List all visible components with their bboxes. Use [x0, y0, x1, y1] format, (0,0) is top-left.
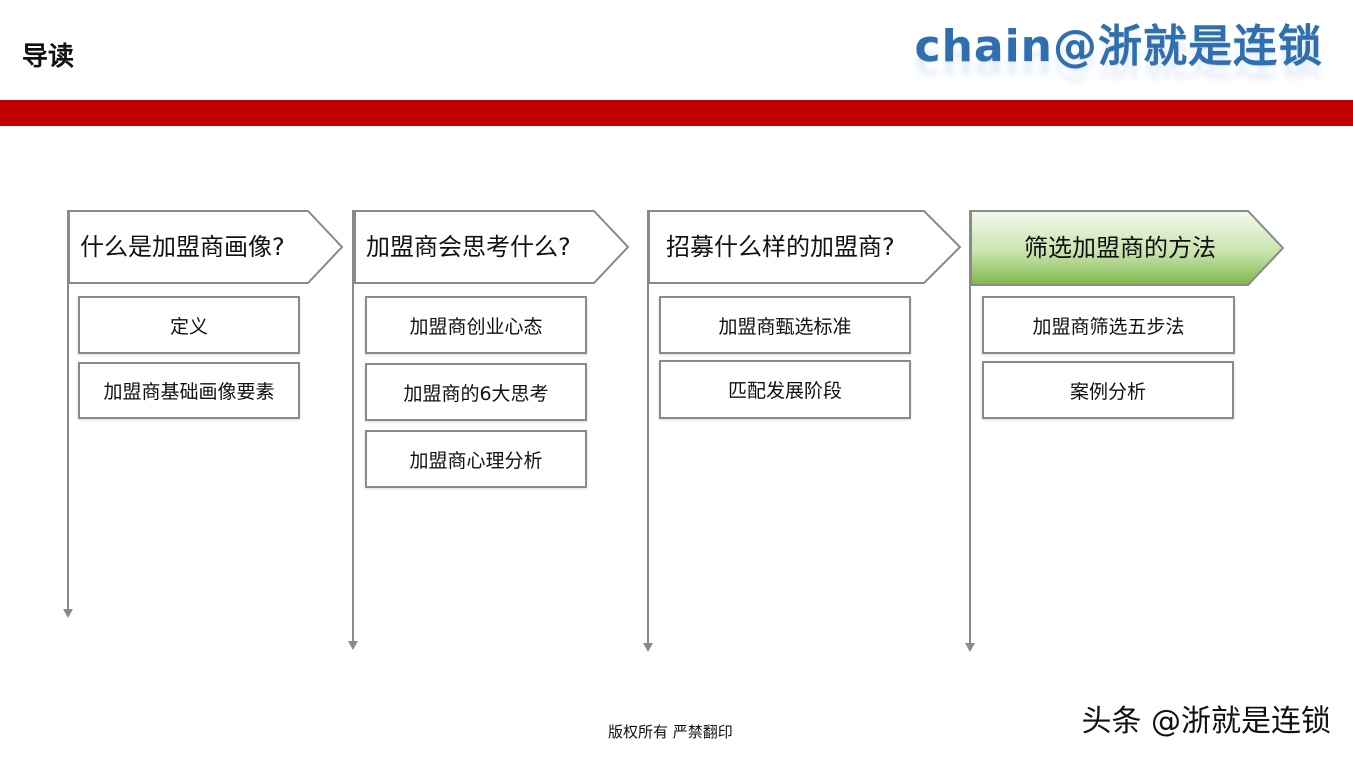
page-title: 导读 [22, 42, 75, 72]
section-title: 筛选加盟商的方法 [1024, 234, 1216, 262]
section-timeline-line [965, 210, 975, 652]
section-header-pentagon[interactable]: 招募什么样的加盟商? [648, 210, 962, 284]
header-red-bar [0, 100, 1353, 126]
section-timeline-line [63, 210, 73, 618]
watermark: 头条 @浙就是连锁 [1081, 704, 1331, 739]
list-item[interactable]: 加盟商创业心态 [365, 296, 587, 354]
list-item[interactable]: 案例分析 [982, 361, 1234, 419]
section-timeline-line [643, 210, 653, 652]
list-item[interactable]: 加盟商心理分析 [365, 430, 587, 488]
section-timeline-line [348, 210, 358, 650]
section-header-pentagon[interactable]: 加盟商会思考什么? [354, 210, 630, 284]
list-item[interactable]: 加盟商基础画像要素 [78, 362, 300, 419]
section-title: 加盟商会思考什么? [366, 233, 571, 261]
section-title: 什么是加盟商画像? [80, 233, 285, 261]
list-item[interactable]: 加盟商甄选标准 [659, 296, 911, 354]
pentagon-shape [354, 210, 630, 284]
section-header-pentagon[interactable]: 什么是加盟商画像? [68, 210, 344, 284]
list-item[interactable]: 定义 [78, 296, 300, 354]
section-header-pentagon-active[interactable]: 筛选加盟商的方法 [970, 210, 1286, 286]
footer-copyright: 版权所有 严禁翻印 [608, 723, 733, 741]
brand-logo: chain@浙就是连锁 [914, 21, 1323, 72]
section-title: 招募什么样的加盟商? [666, 233, 895, 261]
list-item[interactable]: 加盟商的6大思考 [365, 363, 587, 421]
pentagon-shape [68, 210, 344, 284]
list-item[interactable]: 加盟商筛选五步法 [982, 296, 1235, 354]
pentagon-shape [970, 210, 1285, 286]
pentagon-shape [648, 210, 962, 284]
list-item[interactable]: 匹配发展阶段 [659, 360, 911, 419]
